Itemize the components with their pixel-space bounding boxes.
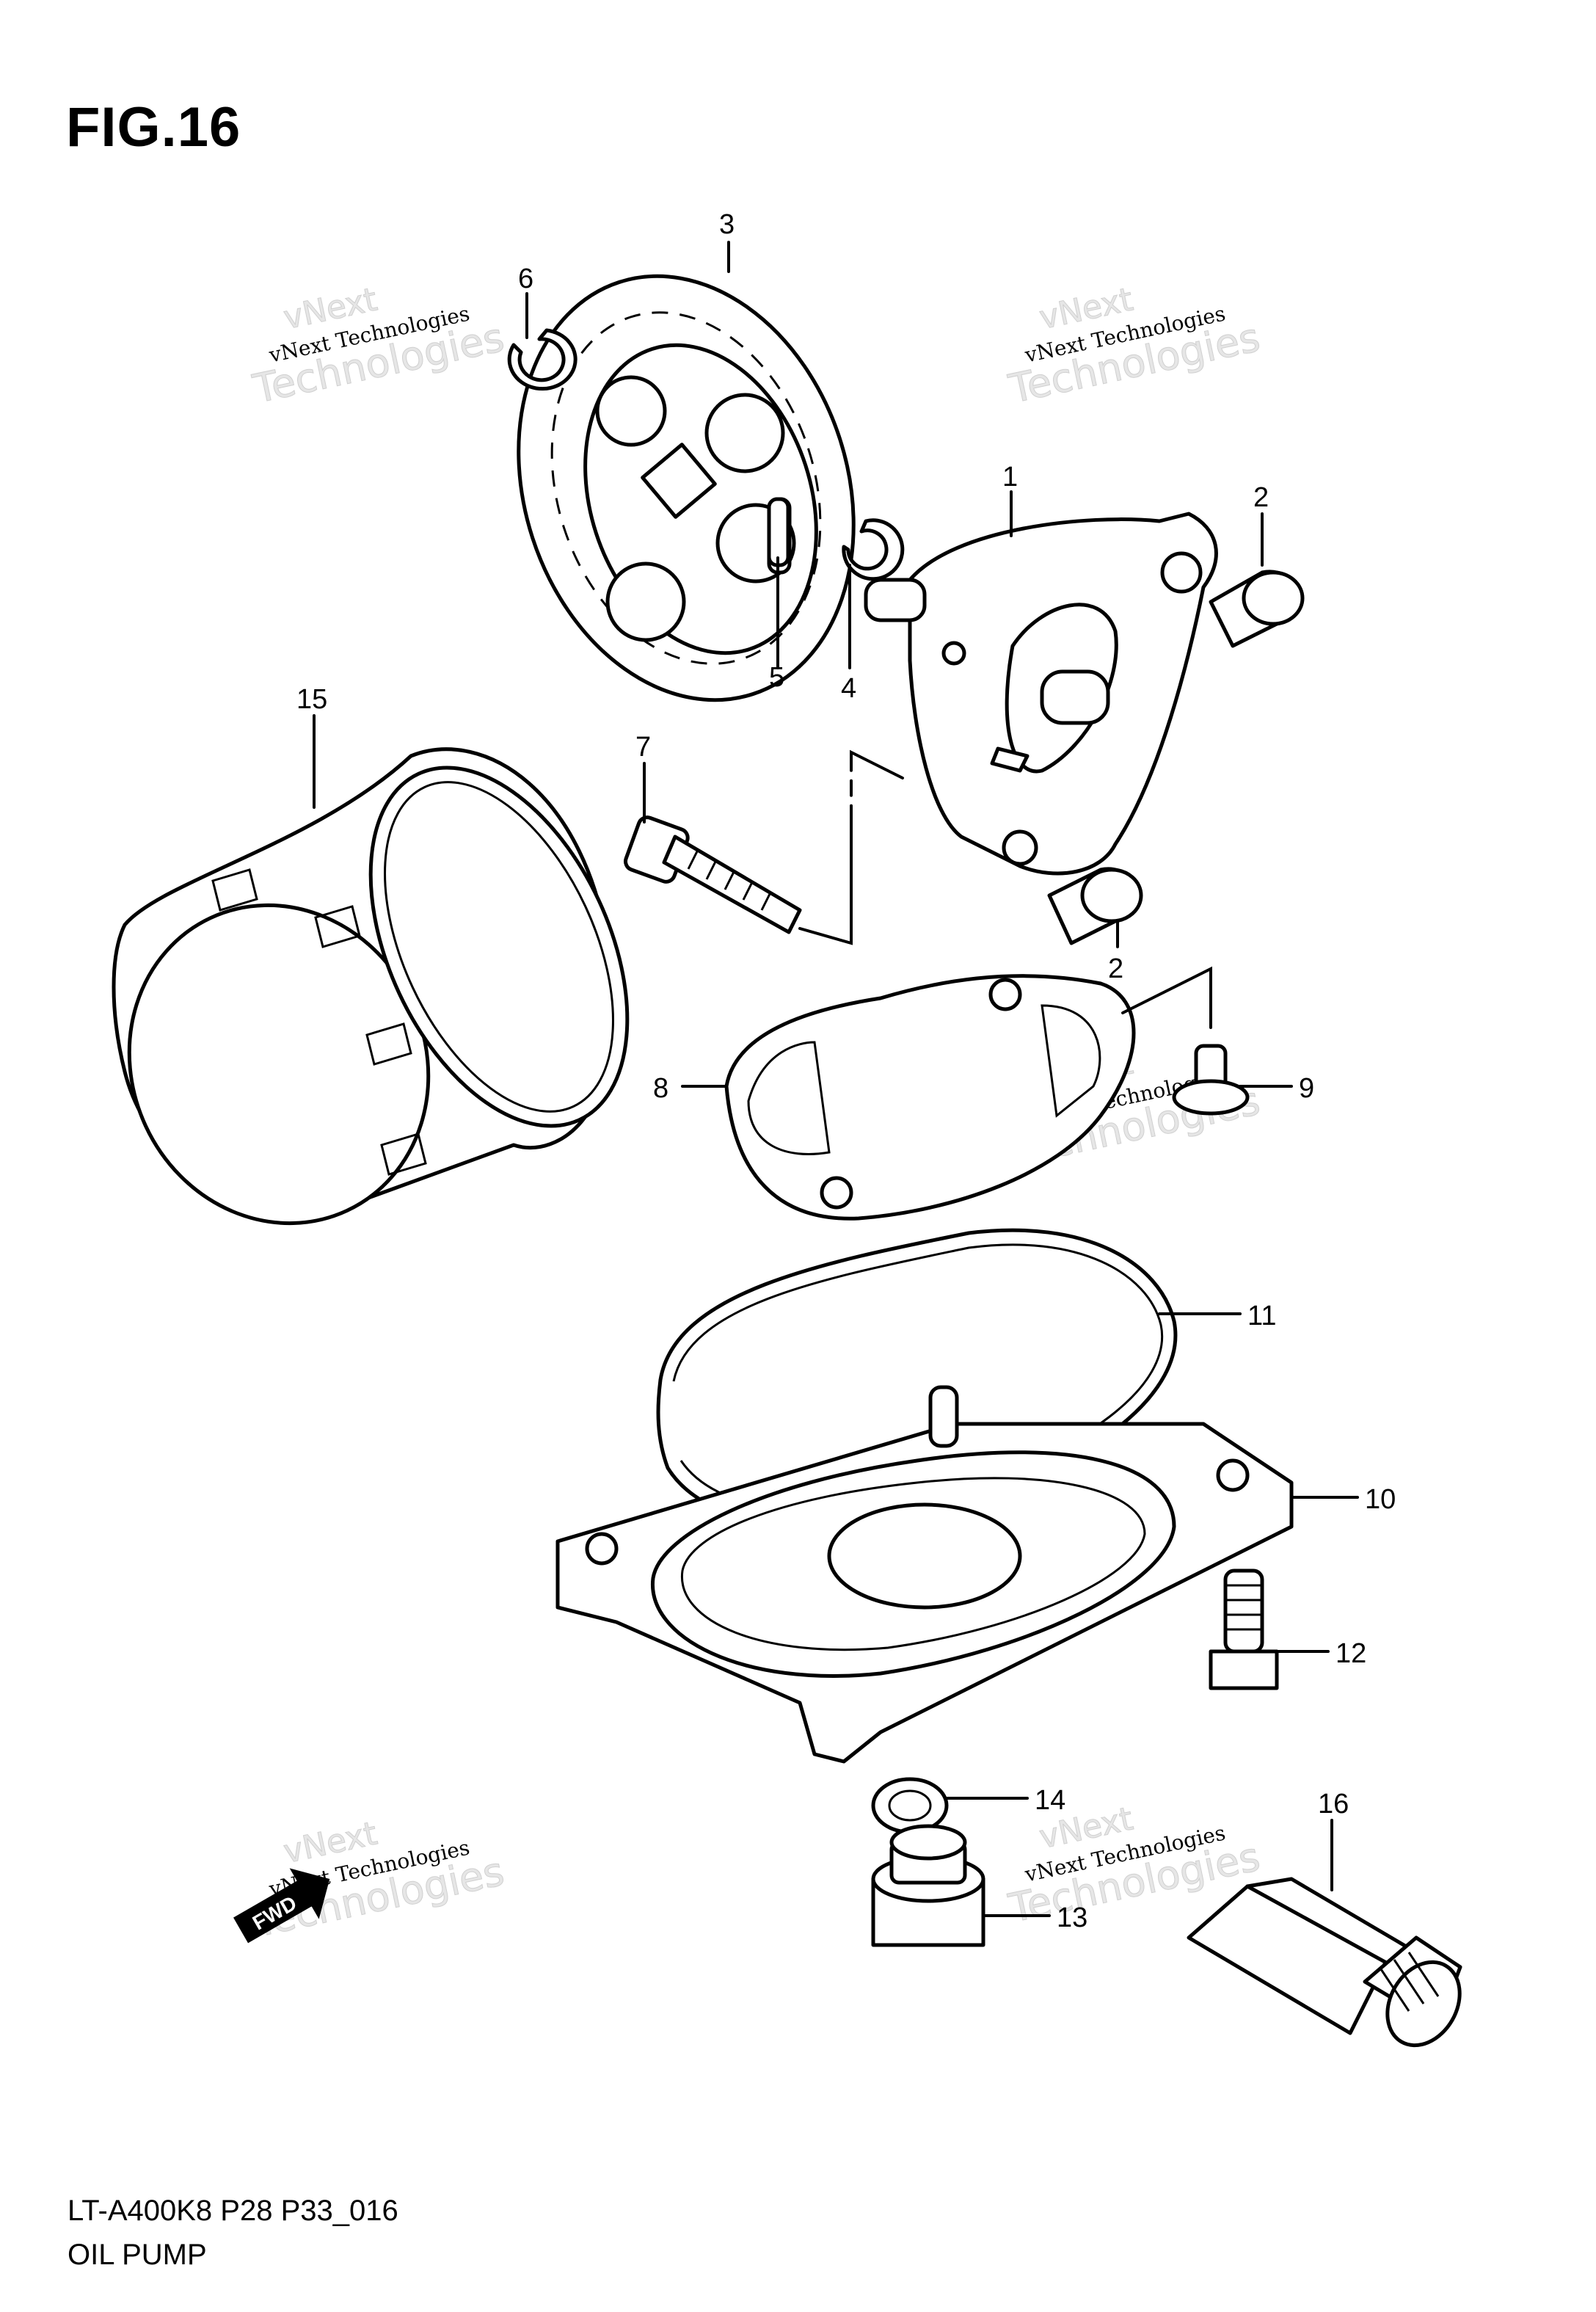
oil-pan-drawing [555,1385,1294,1764]
callout-13: 13 [1057,1902,1087,1933]
section-name-label: OIL PUMP [68,2239,207,2271]
callout-7: 7 [635,732,651,763]
callout-5: 5 [769,662,784,693]
o-ring-drawing [656,1228,1178,1527]
callout-15: 15 [296,684,327,715]
callout-10: 10 [1365,1484,1396,1515]
oil-strainer-drawing [724,974,1136,1221]
bolt-guide-line [798,749,904,945]
callout-11: 11 [1247,1301,1276,1331]
callout-2b: 2 [1108,953,1123,984]
oil-pan-bolt-drawing [1209,1568,1279,1690]
oil-pressure-switch-drawing [1187,1877,1462,2048]
watermark: vNext vNext Technologies Technologies [1005,280,1264,412]
strainer-guide-line [1121,966,1212,1029]
oil-filter-drawing [112,747,630,1226]
model-code-label: LT-A400K8 P28 P33_016 [68,2195,398,2227]
leader-lines [313,241,1359,1917]
callout-6: 6 [518,263,533,294]
gasket-drawing [871,1777,949,1834]
figure-title: FIG.16 [66,96,241,159]
callout-8: 8 [653,1073,668,1104]
small-bolt-drawing [1172,1044,1250,1116]
circlip-small-drawing [842,518,905,581]
drain-plug-drawing [871,1824,985,1947]
oil-pump-driven-gear-drawing [517,274,856,702]
callout-1: 1 [1002,462,1018,492]
dowel-pin-drawing [1047,570,1305,945]
callout-labels: 3 6 1 2 2 5 4 7 15 8 9 11 10 12 14 13 16 [296,209,1396,1933]
callout-12: 12 [1336,1638,1366,1669]
pin-drawing [767,497,790,567]
callout-16: 16 [1318,1789,1349,1820]
callout-3: 3 [719,209,735,240]
callout-14: 14 [1035,1785,1065,1816]
callout-2a: 2 [1253,482,1269,513]
oil-pump-body-drawing [864,512,1218,876]
circlip-drawing [507,328,577,391]
callout-9: 9 [1299,1073,1314,1104]
callout-4: 4 [841,673,856,704]
bolt-drawing [623,815,802,934]
watermark: vNext vNext Technologies Technologies [249,280,509,412]
